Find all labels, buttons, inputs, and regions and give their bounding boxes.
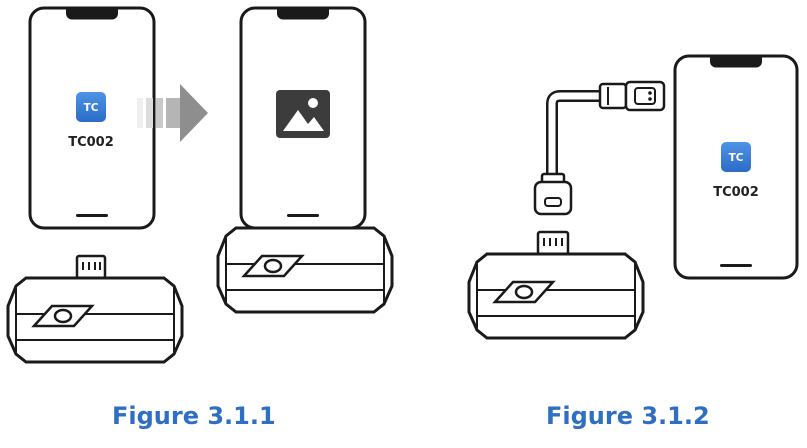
svg-text:TC: TC: [729, 152, 744, 164]
svg-text:TC: TC: [84, 102, 99, 114]
right-arrow-icon: [137, 84, 208, 142]
camera-lens: [492, 280, 556, 304]
usb-c-connector: [75, 254, 107, 280]
usb-c-connector: [536, 230, 570, 256]
camera-lens: [31, 304, 95, 328]
phone-with-app: TC TC002: [673, 54, 799, 280]
phone-showing-image: [239, 6, 367, 230]
app-label: TC002: [713, 185, 759, 200]
figure-caption: Figure 3.1.2: [546, 402, 710, 430]
usb-c-plug: [598, 80, 666, 112]
usb-extension-cable-icon: [533, 80, 666, 216]
thermal-camera-attached: [216, 226, 394, 314]
app-label: TC002: [68, 135, 114, 150]
tc-app-icon[interactable]: TC: [76, 92, 106, 122]
tc-app-icon[interactable]: TC: [721, 142, 751, 172]
camera-lens: [241, 254, 305, 278]
thermal-camera-detached: [6, 254, 184, 364]
thermal-camera: [467, 230, 645, 340]
image-gallery-icon: [276, 90, 330, 138]
phone-with-app: TC TC002: [28, 6, 156, 230]
figure-caption: Figure 3.1.1: [112, 402, 276, 430]
usb-c-socket: [533, 172, 573, 216]
